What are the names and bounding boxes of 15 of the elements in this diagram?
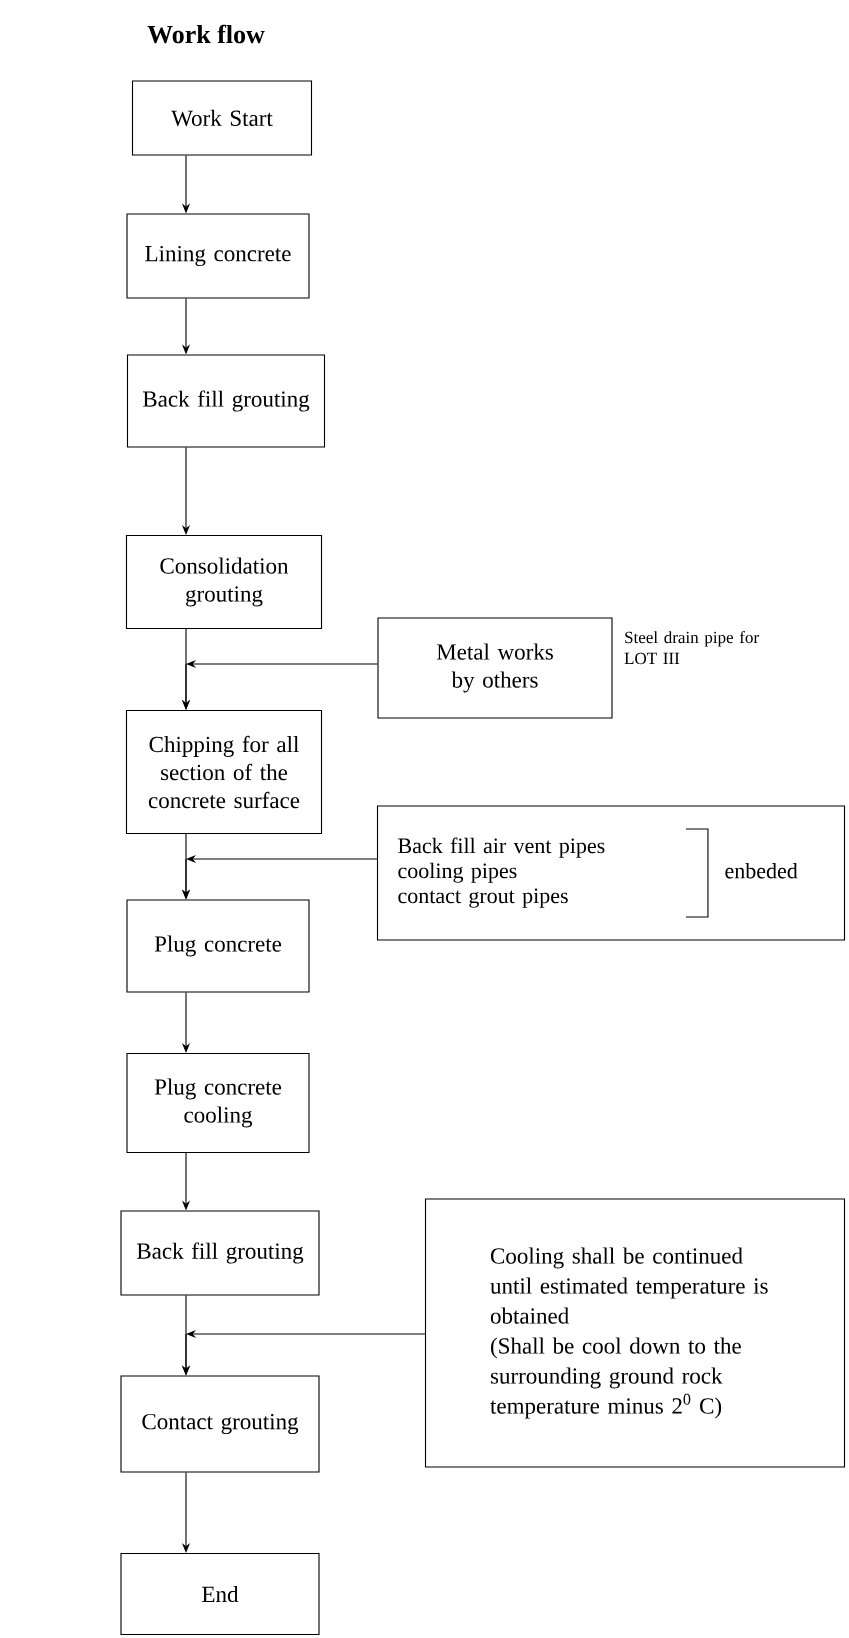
process-box: Contact grouting bbox=[120, 1375, 320, 1473]
process-box: Chipping for all section of the concrete surface bbox=[125, 709, 323, 835]
process-box: Plug concrete cooling bbox=[126, 1052, 310, 1154]
process-box: Plug concrete bbox=[126, 899, 310, 993]
process-box: Consolidation grouting bbox=[125, 534, 323, 630]
process-box: Lining concrete bbox=[126, 213, 310, 299]
note-box: Back fill air vent pipes cooling pipes contact grout pipes enbeded bbox=[376, 805, 846, 941]
process-box: Metal works by others bbox=[377, 617, 613, 719]
title: Work flow bbox=[147, 24, 265, 44]
note-box: Cooling shall be continued until estimated temperature is obtained (Shall be cool down to the surrounding ground rock temperature minus 2$^{0}$ C) bbox=[424, 1198, 846, 1468]
process-box: End bbox=[120, 1552, 320, 1636]
process-box: Work Start bbox=[131, 80, 313, 156]
note-text: Steel drain pipe for LOT III bbox=[624, 631, 759, 665]
process-box: Back fill grouting bbox=[120, 1210, 320, 1296]
process-box: Back fill grouting bbox=[126, 354, 326, 448]
